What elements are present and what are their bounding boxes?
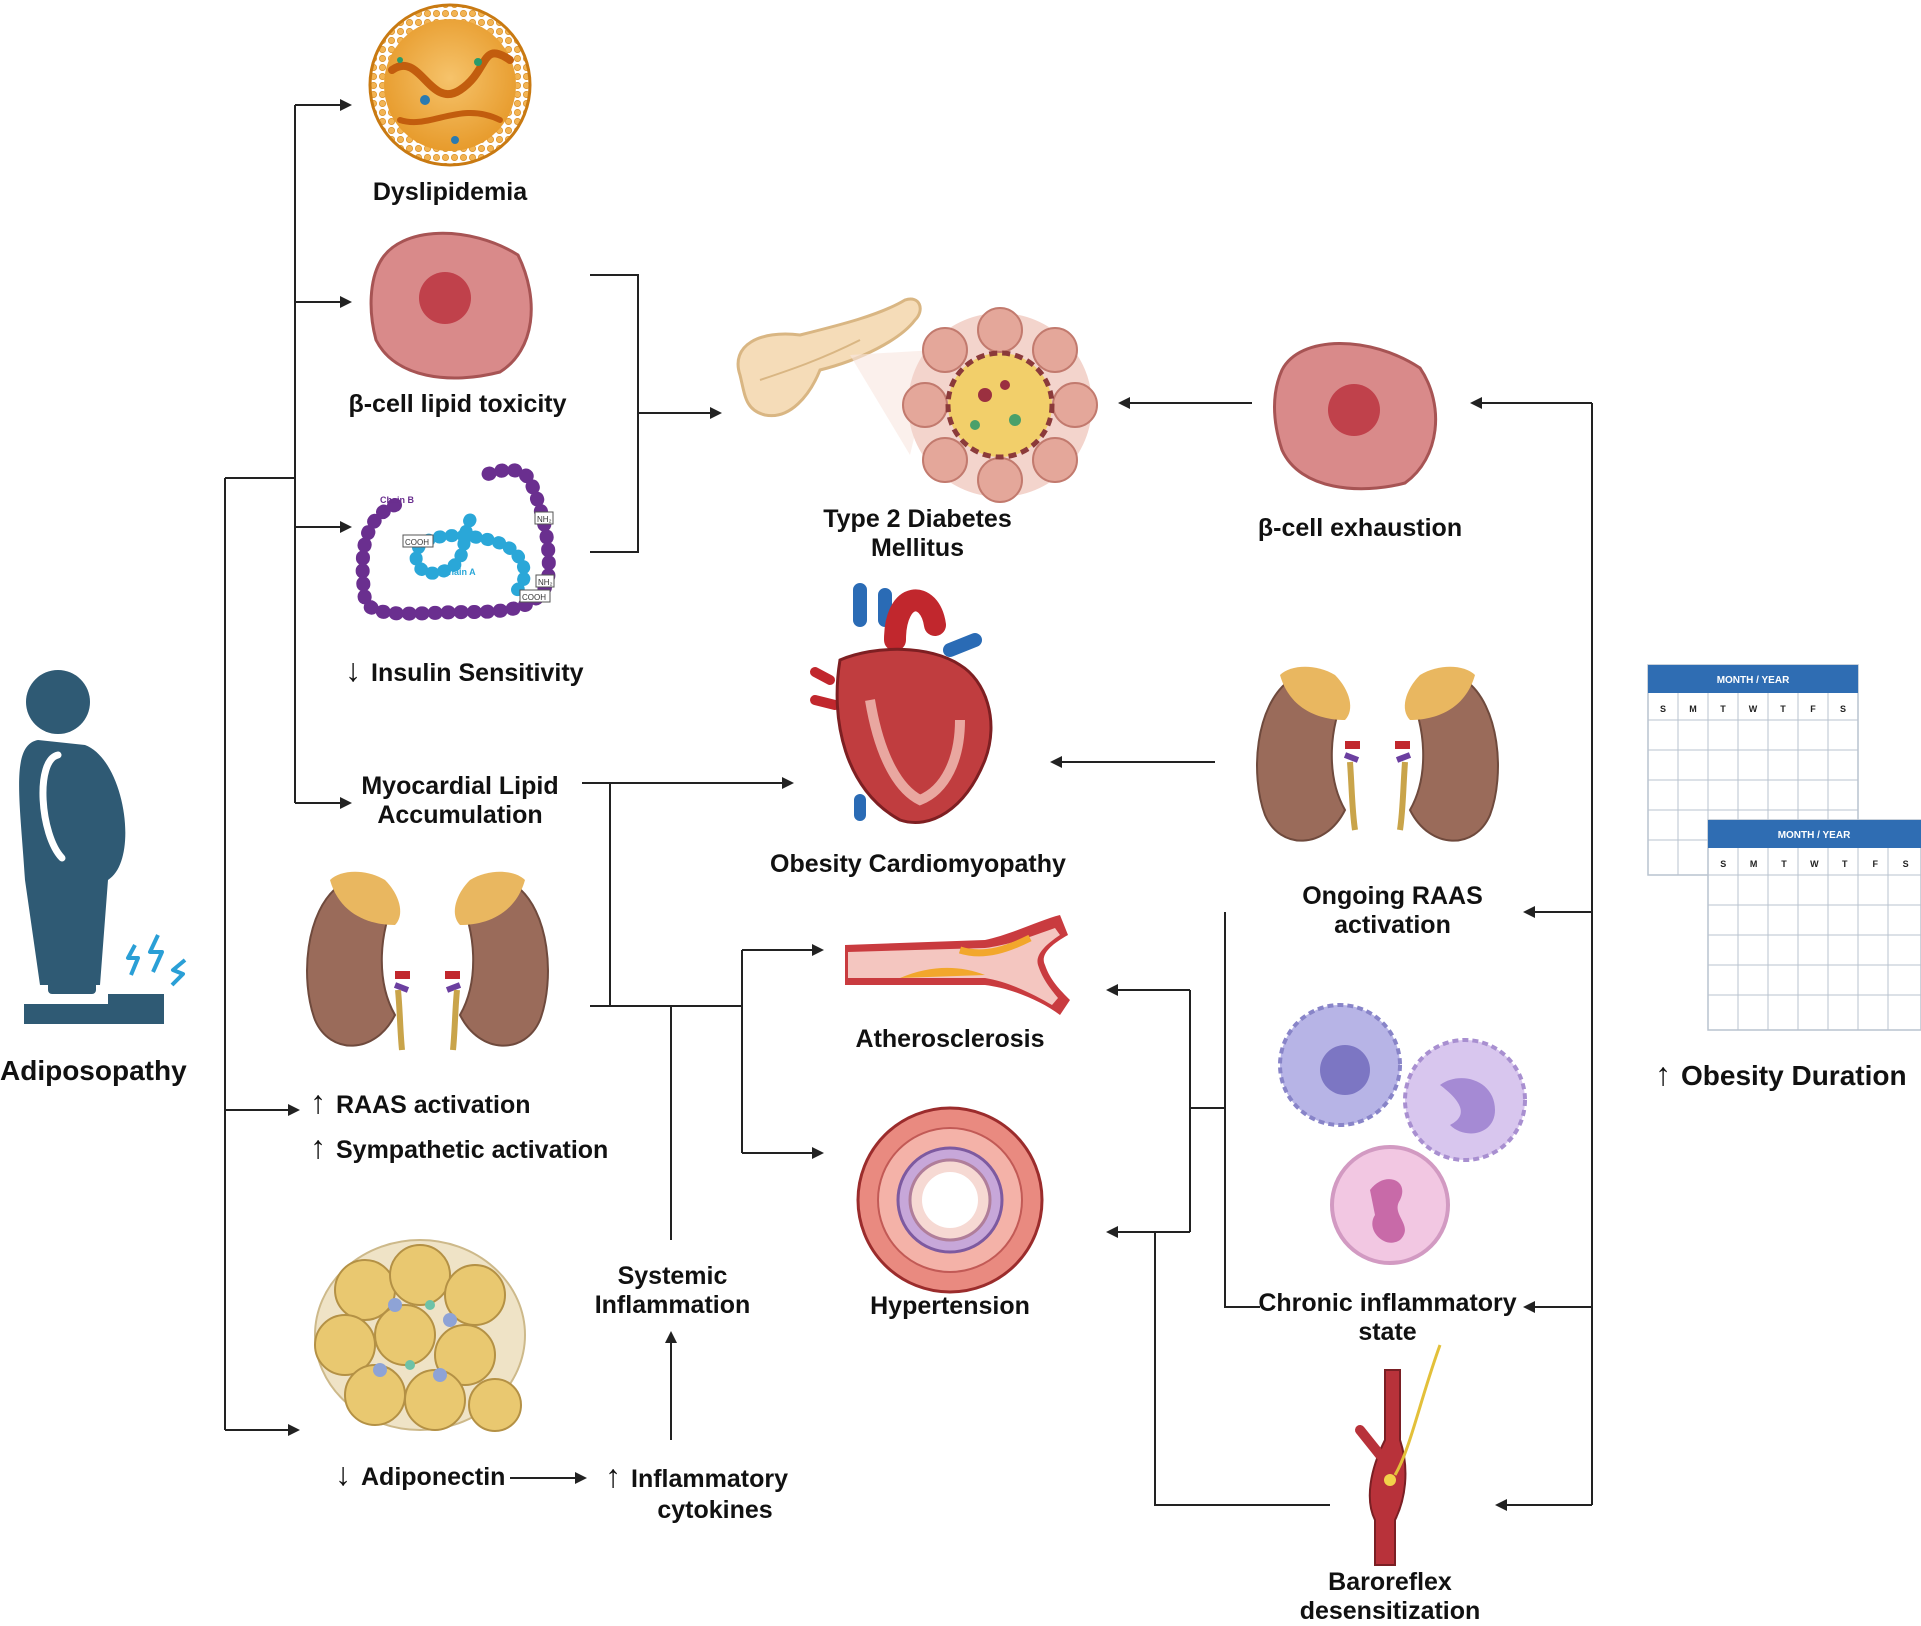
t2dm-line-2: Mellitus — [870, 534, 965, 562]
calendar-day-header: M — [1750, 859, 1758, 869]
adipose-tissue-icon — [314, 1239, 526, 1432]
cooh-label-1: COOH — [405, 538, 429, 547]
baroreflex-line-2: desensitization — [1299, 1597, 1481, 1625]
calendar-day-header: F — [1872, 859, 1878, 869]
calendar-front-title: MONTH / YEAR — [1778, 830, 1851, 841]
calendar-back-title: MONTH / YEAR — [1717, 675, 1790, 686]
up-arrow-icon: ↑ — [1655, 1056, 1671, 1092]
insulin-sensitivity-text: Insulin Sensitivity — [371, 659, 584, 687]
chain-b-label: Chain B — [380, 495, 415, 505]
kidneys-icon-right — [1256, 666, 1499, 842]
myocardial-line-1: Myocardial Lipid — [361, 772, 559, 800]
up-arrow-icon: ↑ — [605, 1458, 621, 1494]
nh2-label-2: NH₂ — [538, 578, 553, 587]
raas-activation-label: ↑ RAAS activation — [310, 1086, 570, 1120]
calendar-day-header: M — [1689, 704, 1697, 714]
down-arrow-icon: ↓ — [335, 1456, 351, 1492]
calendar-day-header: F — [1810, 704, 1816, 714]
calendar-day-header: T — [1720, 704, 1726, 714]
baroreflex-line — [1154, 1232, 1330, 1506]
dyslipidemia-label: Dyslipidemia — [372, 178, 528, 206]
calendar-day-header: T — [1781, 859, 1787, 869]
lightning-icon — [126, 934, 187, 987]
baroreflex-vessel-icon — [1355, 1344, 1442, 1566]
beta-cell-lipid-toxicity-label: β-cell lipid toxicity — [348, 390, 567, 418]
obesity-cardiomyopathy-label: Obesity Cardiomyopathy — [770, 850, 1066, 878]
nh2-label-1: NH₂ — [537, 515, 552, 524]
person-on-scale-icon — [19, 670, 164, 1024]
hypertension-label: Hypertension — [870, 1292, 1030, 1320]
calendar-day-header: S — [1720, 859, 1726, 869]
inflammatory-cytokines-label: ↑ Inflammatory — [605, 1460, 805, 1494]
cytokines-line-2: cytokines — [657, 1496, 773, 1524]
calendar-day-header: W — [1749, 704, 1758, 714]
t2dm-line-1: Type 2 Diabetes — [823, 505, 1012, 533]
pancreatic-islet-icon — [902, 307, 1098, 503]
systemic-line-1: Systemic — [617, 1262, 728, 1290]
sympathetic-activation-label: ↑ Sympathetic activation — [310, 1131, 630, 1165]
pancreas-icon — [736, 297, 935, 455]
obesity-duration-text: Obesity Duration — [1681, 1060, 1907, 1091]
insulin-sensitivity-label: ↓ Insulin Sensitivity — [345, 654, 585, 688]
connector-lines — [224, 99, 1593, 1511]
calendar-day-header: S — [1840, 704, 1846, 714]
calendar-day-header: S — [1903, 859, 1909, 869]
lipoprotein-icon — [368, 3, 532, 167]
beta-cell-exhaustion-icon — [1273, 342, 1438, 491]
up-arrow-icon: ↑ — [310, 1129, 326, 1165]
adiponectin-text: Adiponectin — [361, 1463, 506, 1491]
atherosclerosis-label: Atherosclerosis — [855, 1025, 1045, 1053]
down-arrow-icon: ↓ — [345, 652, 361, 688]
systemic-line-2: Inflammation — [594, 1291, 751, 1319]
insulin-structure-icon: Chain B Chain A COOH COOH NH₂ NH₂ — [355, 463, 556, 621]
beta-cell-icon — [369, 231, 533, 380]
calendar-day-header: T — [1842, 859, 1848, 869]
vessel-cross-section-icon — [856, 1106, 1044, 1294]
right-inner-bracket — [1224, 912, 1260, 1308]
calendar-front-icon: MONTH / YEAR S M T W T F S — [1707, 819, 1921, 1031]
adiponectin-label: ↓ Adiponectin — [335, 1458, 515, 1492]
chronic-line-1: Chronic inflammatory — [1258, 1289, 1517, 1317]
adiposopathy-label: Adiposopathy — [0, 1055, 187, 1086]
inflammatory-cells-icon — [1278, 1003, 1527, 1265]
chain-a-label: Chain A — [442, 567, 476, 577]
heart-icon — [810, 583, 993, 824]
calendar-day-header: T — [1780, 704, 1786, 714]
cooh-label-2: COOH — [522, 593, 546, 602]
raas-activation-text: RAAS activation — [336, 1091, 531, 1119]
sympathetic-activation-text: Sympathetic activation — [336, 1136, 609, 1164]
kidneys-icon-left — [306, 871, 549, 1051]
baroreflex-line-1: Baroreflex — [1328, 1568, 1452, 1596]
beta-cell-exhaustion-label: β-cell exhaustion — [1257, 514, 1463, 542]
calendar-day-header: S — [1660, 704, 1666, 714]
myocardial-line-2: Accumulation — [377, 801, 543, 829]
up-arrow-icon: ↑ — [310, 1084, 326, 1120]
obesity-duration-label: ↑ Obesity Duration — [1655, 1058, 1915, 1091]
cytokines-line-1: Inflammatory — [631, 1465, 788, 1493]
calendar-day-header: W — [1810, 859, 1819, 869]
ongoing-raas-line-1: Ongoing RAAS — [1302, 882, 1483, 910]
chronic-line-2: state — [1358, 1318, 1417, 1346]
artery-plaque-icon — [845, 915, 1070, 1015]
ongoing-raas-line-2: activation — [1334, 911, 1451, 939]
t2dm-bracket — [590, 274, 639, 553]
